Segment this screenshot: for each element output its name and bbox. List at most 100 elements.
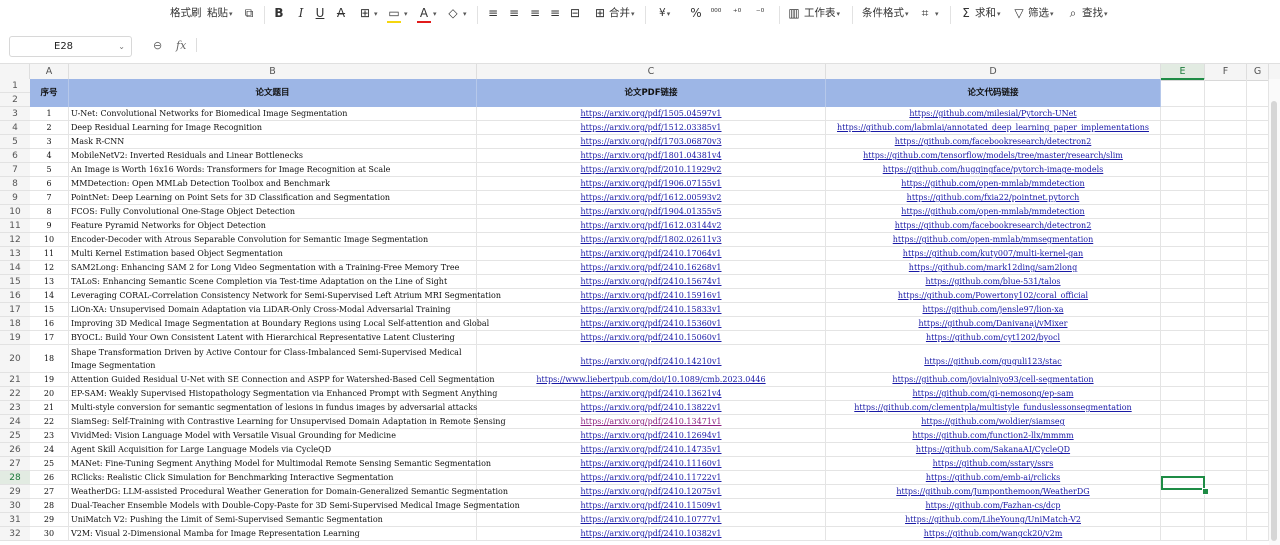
row-header[interactable]: 25 bbox=[0, 429, 30, 443]
selected-cell[interactable] bbox=[1161, 476, 1205, 490]
clipboard-icon[interactable]: ⧉ bbox=[244, 6, 254, 20]
empty-cell[interactable] bbox=[1247, 401, 1269, 415]
code-link-cell[interactable]: https://github.com/open-mmlab/mmdetectio… bbox=[826, 177, 1161, 191]
pdf-link-cell[interactable]: https://arxiv.org/pdf/2410.11160v1 bbox=[477, 457, 826, 471]
code-link-cell[interactable]: https://github.com/LiheYoung/UniMatch-V2 bbox=[826, 513, 1161, 527]
row-header[interactable]: 8 bbox=[0, 177, 30, 191]
paper-title-cell[interactable]: Leveraging CORAL-Correlation Consistency… bbox=[69, 289, 501, 303]
code-link-cell[interactable]: https://github.com/blue-531/talos bbox=[826, 275, 1161, 289]
pdf-link-cell[interactable]: https://arxiv.org/pdf/2410.10382v1 bbox=[477, 527, 826, 541]
code-link-cell[interactable]: https://github.com/sstary/ssrs bbox=[826, 457, 1161, 471]
row-header[interactable]: 32 bbox=[0, 527, 30, 541]
row-header[interactable]: 20 bbox=[0, 345, 30, 373]
code-link-cell[interactable]: https://github.com/function2-llx/mmmm bbox=[826, 429, 1161, 443]
merge-button[interactable]: 合并▾ bbox=[609, 5, 635, 21]
pdf-link-cell[interactable]: https://arxiv.org/pdf/2010.11929v2 bbox=[477, 163, 826, 177]
empty-cell[interactable] bbox=[1161, 401, 1205, 415]
empty-cell[interactable] bbox=[1205, 499, 1247, 513]
empty-cell[interactable] bbox=[1247, 443, 1269, 457]
serial-number-cell[interactable]: 10 bbox=[30, 233, 69, 247]
empty-cell[interactable] bbox=[1161, 527, 1205, 541]
column-header[interactable]: F bbox=[1205, 64, 1247, 80]
row-header[interactable]: 17 bbox=[0, 303, 30, 317]
serial-number-cell[interactable]: 27 bbox=[30, 485, 69, 499]
empty-cell[interactable] bbox=[1161, 345, 1205, 373]
empty-cell[interactable] bbox=[1161, 121, 1205, 135]
justify-icon[interactable]: ≡ bbox=[549, 6, 561, 20]
empty-cell[interactable] bbox=[1247, 205, 1269, 219]
header-cell-c[interactable]: 论文PDF链接 bbox=[477, 79, 826, 107]
empty-cell[interactable] bbox=[1205, 415, 1247, 429]
paper-title-cell[interactable]: Shape Transformation Driven by Active Co… bbox=[69, 345, 477, 373]
paper-title-cell[interactable]: An Image is Worth 16x16 Words: Transform… bbox=[69, 163, 477, 177]
search-icon[interactable]: ⌕ bbox=[1069, 6, 1077, 20]
pdf-link-cell[interactable]: https://arxiv.org/pdf/1801.04381v4 bbox=[477, 149, 826, 163]
row-header[interactable]: 29 bbox=[0, 485, 30, 499]
empty-cell[interactable] bbox=[1247, 289, 1269, 303]
code-link-cell[interactable]: https://github.com/fxia22/pointnet.pytor… bbox=[826, 191, 1161, 205]
empty-cell[interactable] bbox=[1161, 331, 1205, 345]
empty-cell[interactable] bbox=[1205, 317, 1247, 331]
code-link-cell[interactable]: https://github.com/huggingface/pytorch-i… bbox=[826, 163, 1161, 177]
paste-button[interactable]: 粘贴▾ bbox=[207, 5, 233, 21]
empty-cell[interactable] bbox=[1161, 191, 1205, 205]
row-header[interactable]: 9 bbox=[0, 191, 30, 205]
code-link-cell[interactable]: https://github.com/Powertony102/coral_of… bbox=[826, 289, 1161, 303]
row-header[interactable]: 30 bbox=[0, 499, 30, 513]
serial-number-cell[interactable]: 22 bbox=[30, 415, 69, 429]
paper-title-cell[interactable]: V2M: Visual 2-Dimensional Mamba for Imag… bbox=[69, 527, 477, 541]
paper-title-cell[interactable]: EP-SAM: Weakly Supervised Histopathology… bbox=[69, 387, 497, 401]
empty-cell[interactable] bbox=[1161, 107, 1205, 121]
pdf-link-cell[interactable]: https://arxiv.org/pdf/2410.15360v1 bbox=[477, 317, 826, 331]
row-header[interactable]: 7 bbox=[0, 163, 30, 177]
empty-cell[interactable] bbox=[1161, 79, 1205, 107]
row-header[interactable]: 2 bbox=[0, 93, 30, 107]
serial-number-cell[interactable]: 23 bbox=[30, 429, 69, 443]
align-center-icon[interactable]: ≡ bbox=[508, 6, 520, 20]
italic-button[interactable]: I bbox=[298, 6, 304, 20]
find-button[interactable]: 查找▾ bbox=[1082, 5, 1108, 21]
empty-cell[interactable] bbox=[1161, 163, 1205, 177]
serial-number-cell[interactable]: 21 bbox=[30, 401, 69, 415]
row-header[interactable]: 12 bbox=[0, 233, 30, 247]
pdf-link-cell[interactable]: https://arxiv.org/pdf/2410.15833v1 bbox=[477, 303, 826, 317]
empty-cell[interactable] bbox=[1205, 107, 1247, 121]
empty-cell[interactable] bbox=[1247, 485, 1269, 499]
row-header[interactable]: 16 bbox=[0, 289, 30, 303]
name-box[interactable]: E28 ⌄ bbox=[9, 36, 132, 57]
worksheet-button[interactable]: 工作表▾ bbox=[804, 5, 840, 21]
clear-dropdown[interactable]: ▾ bbox=[462, 5, 467, 21]
pdf-link-cell[interactable]: https://arxiv.org/pdf/2410.10777v1 bbox=[477, 513, 826, 527]
zoom-icon[interactable]: ⊖ bbox=[153, 39, 163, 52]
empty-cell[interactable] bbox=[1205, 485, 1247, 499]
serial-number-cell[interactable]: 26 bbox=[30, 471, 69, 485]
pdf-link-cell[interactable]: https://www.liebertpub.com/doi/10.1089/c… bbox=[477, 373, 826, 387]
empty-cell[interactable] bbox=[1161, 457, 1205, 471]
paper-title-cell[interactable]: Mask R-CNN bbox=[69, 135, 477, 149]
empty-cell[interactable] bbox=[1161, 415, 1205, 429]
code-link-cell[interactable]: https://github.com/cyt1202/byocl bbox=[826, 331, 1161, 345]
pdf-link-cell[interactable]: https://arxiv.org/pdf/1505.04597v1 bbox=[477, 107, 826, 121]
borders-icon[interactable]: ⊞ bbox=[359, 6, 371, 20]
paper-title-cell[interactable]: SiamSeg: Self-Training with Contrastive … bbox=[69, 415, 506, 429]
fill-color-dropdown[interactable]: ▾ bbox=[403, 5, 408, 21]
header-cell-d[interactable]: 论文代码链接 bbox=[826, 79, 1161, 107]
pdf-link-cell[interactable]: https://arxiv.org/pdf/2410.11509v1 bbox=[477, 499, 826, 513]
paper-title-cell[interactable]: BYOCL: Build Your Own Consistent Latent … bbox=[69, 331, 477, 345]
paper-title-cell[interactable]: SAM2Long: Enhancing SAM 2 for Long Video… bbox=[69, 261, 477, 275]
empty-cell[interactable] bbox=[1161, 387, 1205, 401]
empty-cell[interactable] bbox=[1247, 415, 1269, 429]
serial-number-cell[interactable]: 1 bbox=[30, 107, 69, 121]
pdf-link-cell[interactable]: https://arxiv.org/pdf/1512.03385v1 bbox=[477, 121, 826, 135]
code-link-cell[interactable]: https://github.com/jovialniyo93/cell-seg… bbox=[826, 373, 1161, 387]
empty-cell[interactable] bbox=[1247, 303, 1269, 317]
row-header[interactable]: 21 bbox=[0, 373, 30, 387]
empty-cell[interactable] bbox=[1247, 107, 1269, 121]
paper-title-cell[interactable]: U-Net: Convolutional Networks for Biomed… bbox=[69, 107, 477, 121]
empty-cell[interactable] bbox=[1247, 149, 1269, 163]
column-header[interactable]: B bbox=[69, 64, 477, 80]
align-right-icon[interactable]: ≡ bbox=[529, 6, 541, 20]
merge-icon[interactable]: ⊞ bbox=[594, 6, 606, 20]
align-left-icon[interactable]: ≡ bbox=[487, 6, 499, 20]
empty-cell[interactable] bbox=[1247, 317, 1269, 331]
